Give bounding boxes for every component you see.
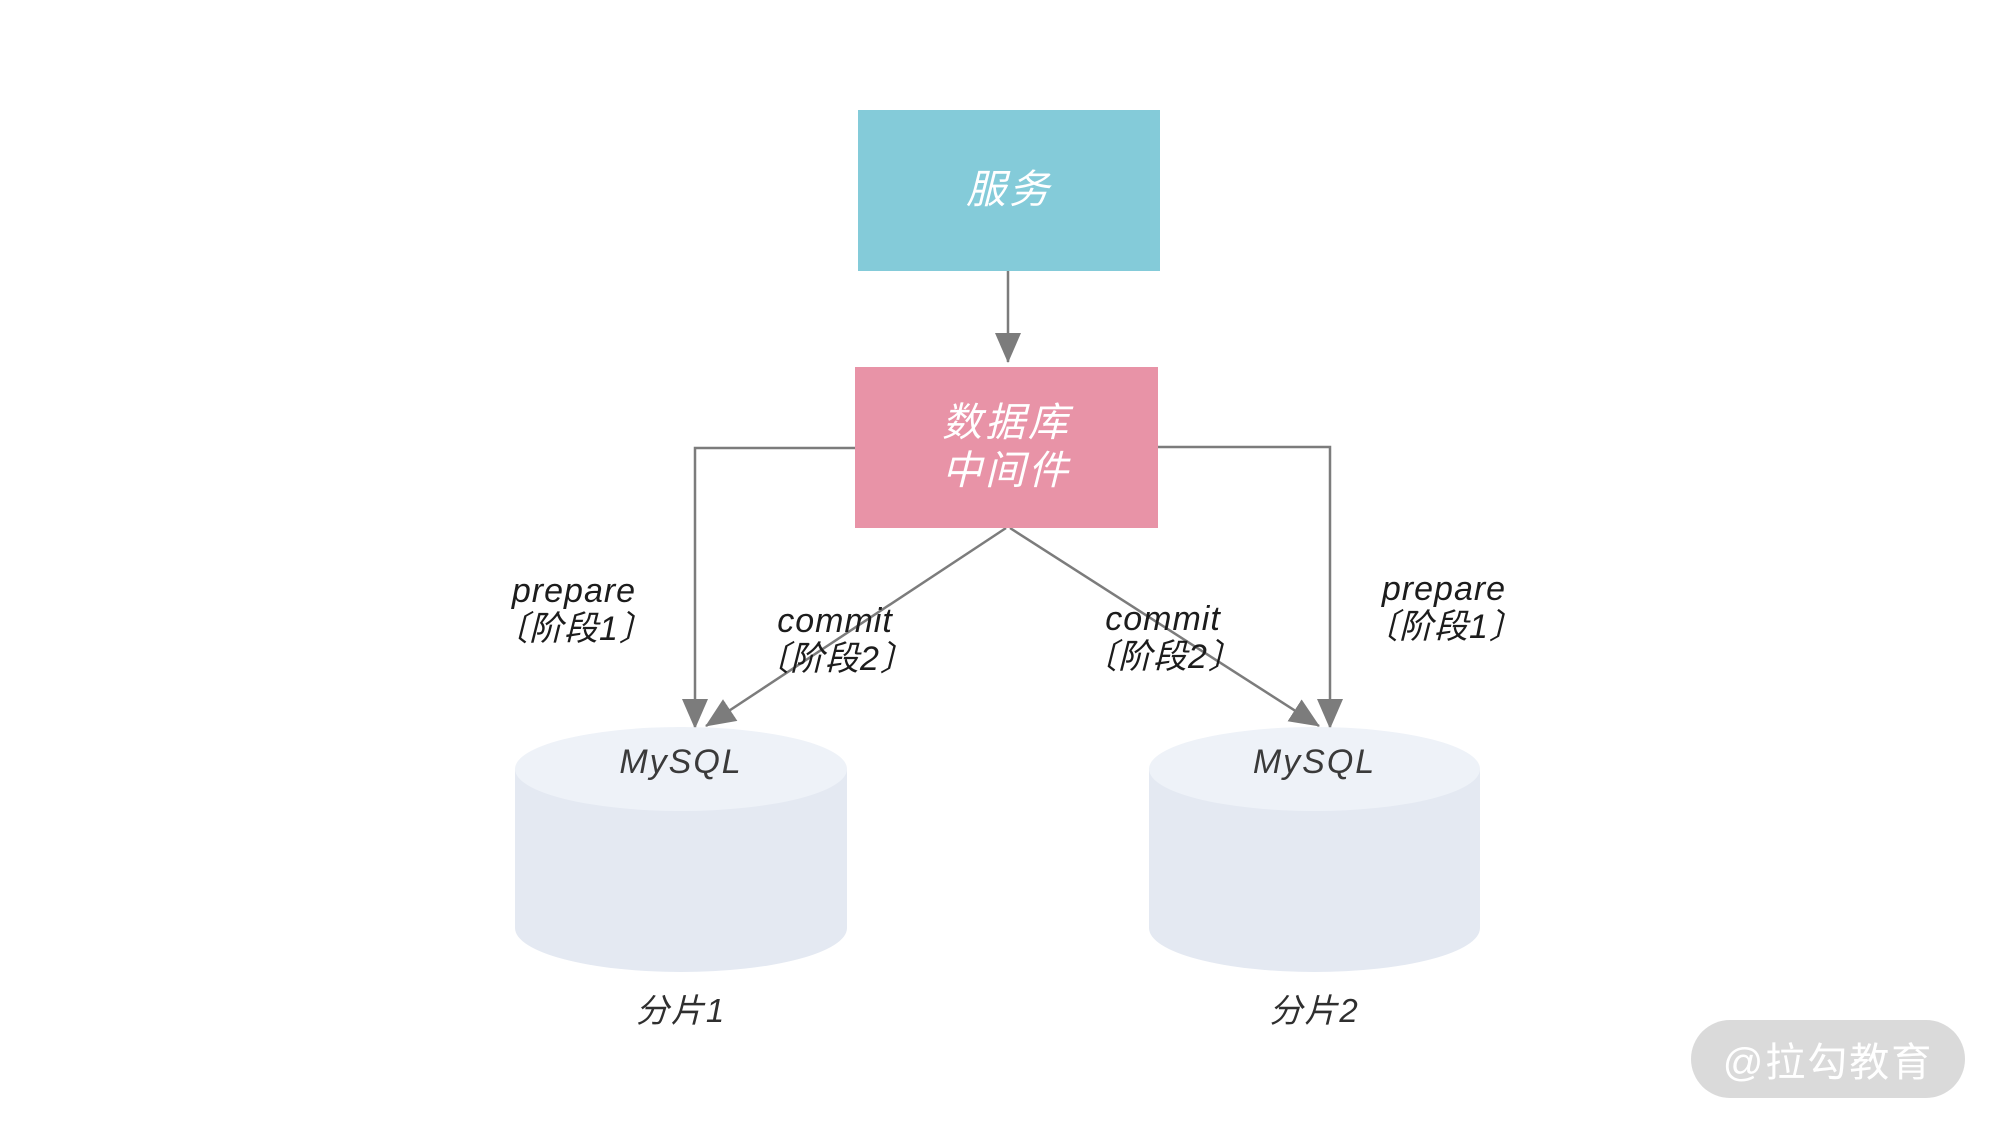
edge-label-phase: 〔阶段1〕 <box>1364 608 1524 646</box>
connector-commit-left <box>705 526 1007 728</box>
edge-label-commit-phase2-left: commit 〔阶段2〕 <box>695 602 975 678</box>
database-middleware-node: 数据库 中间件 <box>855 367 1158 528</box>
service-node: 服务 <box>858 110 1160 271</box>
edge-label-text: commit <box>777 602 893 640</box>
cylinder-top-ellipse <box>515 727 847 811</box>
edge-label-phase: 〔阶段2〕 <box>1083 638 1243 676</box>
cylinder-top-ellipse <box>1149 727 1480 811</box>
mysql-label-shard2: MySQL <box>1252 743 1377 781</box>
edge-label-text: prepare <box>1381 570 1507 608</box>
mysql-shard2-cylinder: MySQL <box>1149 727 1480 972</box>
edge-label-prepare-phase1-right: prepare 〔阶段1〕 <box>1304 570 1584 646</box>
mysql-shard1-cylinder: MySQL <box>515 727 847 972</box>
edge-label-text: prepare <box>511 572 637 610</box>
database-middleware-label: 数据库 中间件 <box>942 401 1071 493</box>
edge-label-commit-phase2-right: commit 〔阶段2〕 <box>1023 600 1303 676</box>
edge-label-prepare-phase1-left: prepare 〔阶段1〕 <box>434 572 714 648</box>
edge-label-phase: 〔阶段2〕 <box>755 640 915 678</box>
shard1-caption: 分片1 <box>635 992 727 1029</box>
shard2-caption: 分片2 <box>1269 992 1360 1029</box>
mysql-label-shard1: MySQL <box>619 743 743 781</box>
connector-prepare-left <box>682 446 855 729</box>
watermark-text: @拉勾教育 <box>1722 1041 1934 1085</box>
service-node-label: 服务 <box>966 167 1052 212</box>
edge-label-text: commit <box>1105 600 1221 638</box>
lagou-education-watermark: @拉勾教育 <box>1691 1020 1965 1098</box>
connector-commit-right <box>1009 526 1320 728</box>
connector-prepare-right <box>1158 445 1343 729</box>
edge-label-phase: 〔阶段1〕 <box>494 610 654 648</box>
